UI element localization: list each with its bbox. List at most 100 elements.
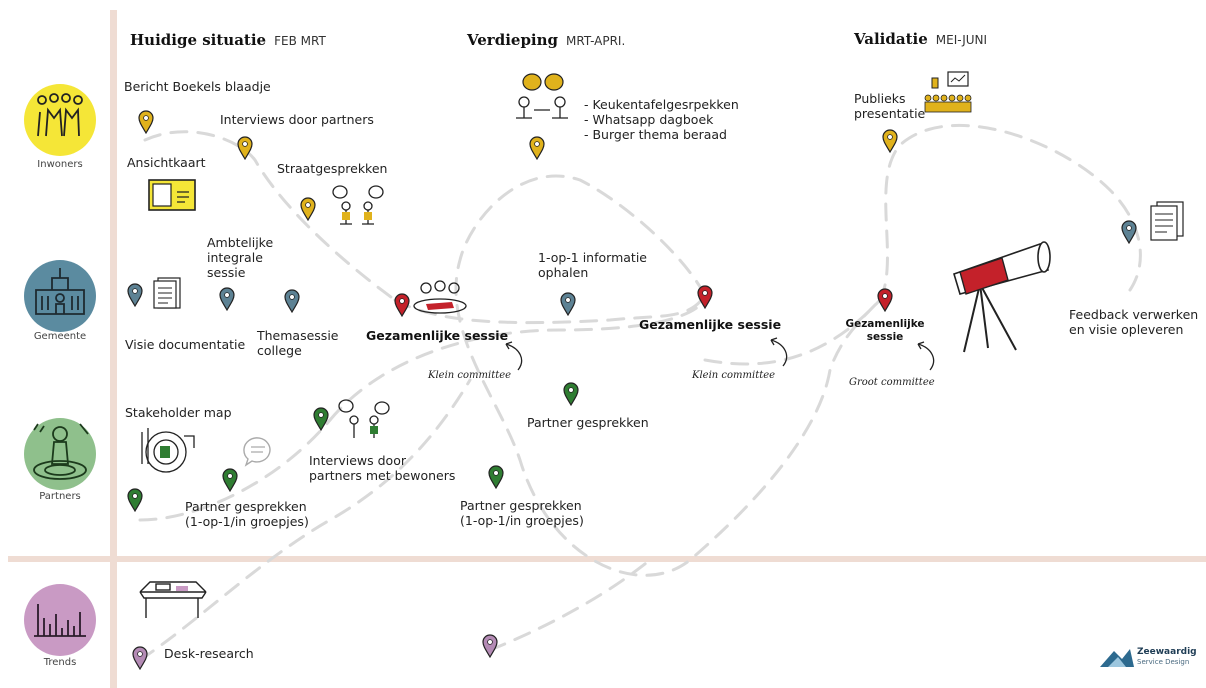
phase-title: Huidige situatie xyxy=(130,31,267,49)
label-line: college xyxy=(257,343,302,358)
town-hall-icon xyxy=(35,268,85,315)
map-pin-icon[interactable] xyxy=(284,289,300,313)
label-ambtelijke: Ambtelijke integrale sessie xyxy=(207,235,273,280)
phase-period: FEB MRT xyxy=(274,34,326,48)
role-label-inwoners: Inwoners xyxy=(37,159,83,170)
label-klein-committee-1: Klein committee xyxy=(428,370,512,381)
label-interviews-bewoners: Interviews door partners met bewoners xyxy=(309,453,455,483)
label-line: sessie xyxy=(866,331,904,343)
map-pin-icon[interactable] xyxy=(882,129,898,153)
partner-person-icon xyxy=(33,423,89,480)
map-pin-icon[interactable] xyxy=(697,285,713,309)
zeewaardig-logo: Zeewaardig Service Design xyxy=(1100,643,1197,671)
map-pin-icon[interactable] xyxy=(560,292,576,316)
map-pin-icon[interactable] xyxy=(237,136,253,160)
map-pin-icon[interactable] xyxy=(127,488,143,512)
label-visie-doc: Visie documentatie xyxy=(125,337,246,352)
label-line: (1-op-1/in groepjes) xyxy=(185,514,309,529)
role-label-trends: Trends xyxy=(43,657,77,668)
presentation-icon xyxy=(924,71,972,113)
map-pin-icon[interactable] xyxy=(563,382,579,406)
label-line: sessie xyxy=(207,265,246,280)
street-conversation-icon xyxy=(332,185,384,225)
chat-bubble-icon xyxy=(243,437,271,467)
phase-header-verdieping: Verdieping MRT-APRI. xyxy=(467,31,625,49)
interviews-icon xyxy=(338,399,390,438)
label-line: integrale xyxy=(207,250,263,265)
label-partner-gesprekken-mid: Partner gesprekken xyxy=(527,415,649,430)
map-pin-icon[interactable] xyxy=(313,407,329,431)
label-partner-gesprekken-1: Partner gesprekken (1-op-1/in groepjes) xyxy=(185,499,309,529)
table-icon xyxy=(139,581,207,618)
label-desk-research: Desk-research xyxy=(164,646,254,661)
avatar-partners xyxy=(24,418,96,490)
curved-arrow-icon xyxy=(505,341,523,371)
map-pin-icon[interactable] xyxy=(219,287,235,311)
list-item: - Keukentafelgesrpekken xyxy=(584,97,739,112)
map-pin-icon[interactable] xyxy=(529,136,545,160)
logo-tagline: Service Design xyxy=(1137,658,1190,666)
avatar-trends xyxy=(24,584,96,656)
curved-arrow-icon xyxy=(917,341,935,371)
label-klein-committee-2: Klein committee xyxy=(692,370,776,381)
logo-name: Zeewaardig xyxy=(1137,647,1197,657)
phase-title: Validatie xyxy=(854,30,928,48)
map-pin-icon[interactable] xyxy=(877,288,893,312)
map-pin-icon[interactable] xyxy=(300,197,316,221)
role-label-partners: Partners xyxy=(39,491,81,502)
map-pin-icon[interactable] xyxy=(1121,220,1137,244)
label-themasessie: Themasessie college xyxy=(257,328,338,358)
verdieping-methods-list: - Keukentafelgesrpekken - Whatsapp dagbo… xyxy=(584,97,739,142)
trend-bars-icon xyxy=(34,604,86,637)
label-publieks: Publieks presentatie xyxy=(854,91,925,121)
wave-logo-icon xyxy=(1100,649,1134,667)
map-pin-icon[interactable] xyxy=(222,468,238,492)
label-line: (1-op-1/in groepjes) xyxy=(460,513,584,528)
session-table-icon xyxy=(413,280,467,314)
vertical-divider xyxy=(110,10,117,688)
phase-title: Verdieping xyxy=(467,31,559,49)
map-pin-icon[interactable] xyxy=(488,465,504,489)
curved-arrow-icon xyxy=(770,337,788,367)
map-pin-icon[interactable] xyxy=(138,110,154,134)
map-pin-icon[interactable] xyxy=(132,646,148,670)
label-line: 1-op-1 informatie xyxy=(538,250,647,265)
people-icon xyxy=(37,93,83,137)
label-bericht: Bericht Boekels blaadje xyxy=(124,79,271,94)
label-line: Themasessie xyxy=(257,328,339,343)
label-info-ophalen: 1-op-1 informatie ophalen xyxy=(538,250,647,280)
map-pin-icon[interactable] xyxy=(482,634,498,658)
document-icon xyxy=(153,277,181,309)
label-line: partners met bewoners xyxy=(309,468,456,483)
label-line: Ambtelijke xyxy=(207,235,274,250)
postcard-icon xyxy=(148,179,196,211)
document-icon xyxy=(1150,201,1184,241)
phase-period: MRT-APRI. xyxy=(566,34,626,48)
label-straatgesprekken: Straatgesprekken xyxy=(277,161,388,176)
label-line: Interviews door xyxy=(309,453,406,468)
label-line: Publieks xyxy=(854,91,906,106)
avatar-gemeente xyxy=(24,260,96,332)
label-line: en visie opleveren xyxy=(1069,322,1184,337)
horizontal-divider xyxy=(8,556,1206,562)
label-interviews-partners: Interviews door partners xyxy=(220,112,374,127)
label-gezamenlijke-2: Gezamenlijke sessie xyxy=(639,317,782,332)
label-line: Partner gesprekken xyxy=(460,498,582,513)
avatar-inwoners xyxy=(24,84,96,156)
list-item: - Burger thema beraad xyxy=(584,127,727,142)
map-pin-icon[interactable] xyxy=(394,293,410,317)
label-ansichtkaart: Ansichtkaart xyxy=(127,155,206,170)
label-stakeholder: Stakeholder map xyxy=(125,405,232,420)
role-label-gemeente: Gemeente xyxy=(33,331,87,342)
label-groot-committee: Groot committee xyxy=(849,377,935,388)
map-pin-icon[interactable] xyxy=(127,283,143,307)
phase-header-huidige: Huidige situatie FEB MRT xyxy=(130,31,326,49)
label-gezamenlijke-3: Gezamenlijke sessie xyxy=(840,318,930,344)
label-line: Gezamenlijke xyxy=(845,318,925,330)
label-partner-gesprekken-2: Partner gesprekken (1-op-1/in groepjes) xyxy=(460,498,584,528)
label-line: Feedback verwerken xyxy=(1069,307,1199,322)
label-gezamenlijke-1: Gezamenlijke sessie xyxy=(366,328,509,343)
label-line: Partner gesprekken xyxy=(185,499,307,514)
stakeholder-map-icon xyxy=(141,428,195,473)
